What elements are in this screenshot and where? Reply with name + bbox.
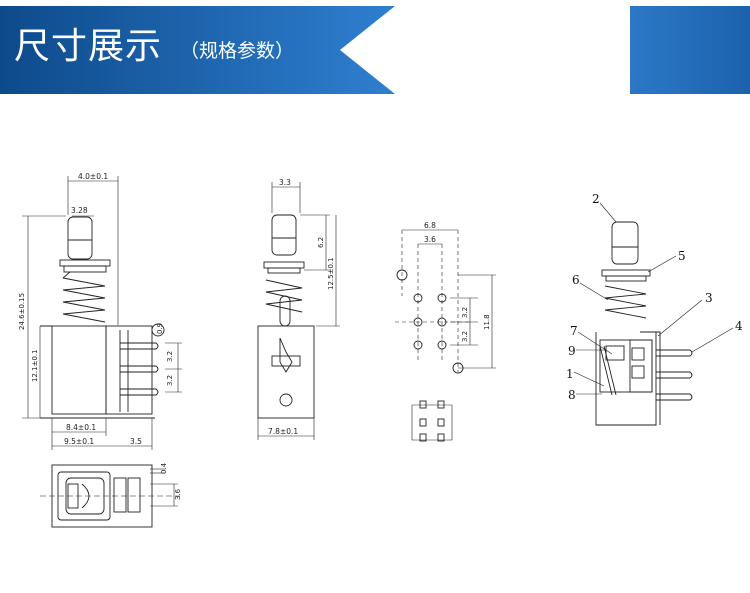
dim-tab: 0.9: [156, 323, 164, 334]
dim-pin-span: 3.6: [174, 488, 182, 500]
banner-subtitle: （规格参数）: [180, 40, 295, 62]
front-cap: [67, 216, 93, 260]
front-dimension-labels: 4.0±0.1 3.28 24.6±0.15 12.1±0.1 3.2 3.2 …: [18, 172, 174, 446]
banner-arrow-shape: [0, 6, 395, 94]
exploded-cap: [611, 221, 639, 265]
front-pin-1: [120, 342, 159, 350]
footprint-pin-hole: [437, 317, 447, 327]
callout-8: 8: [568, 388, 576, 402]
dim-overall-width: 9.5±0.1: [64, 437, 94, 446]
dim-pin-width: 0.4: [160, 462, 168, 474]
callout-5: 5: [678, 249, 686, 263]
footprint-pin-hole: [413, 317, 423, 327]
front-tab-circle: [151, 323, 165, 337]
footprint-pin-hole: [413, 340, 423, 350]
footprint-pin-hole: [437, 293, 447, 303]
footprint-dimension-labels: 6.8 3.6 3.2 3.2 11.8: [424, 221, 491, 342]
dim-side-body-width: 7.8±0.1: [268, 427, 298, 436]
dim-side-height: 12.5±0.1: [327, 257, 335, 290]
dim-pin-pitch-b: 3.2: [166, 375, 174, 386]
header-banner: 尺寸展示 （规格参数）: [0, 0, 750, 98]
dim-inner-width: 3.6: [424, 235, 436, 244]
footprint-pin-hole: [437, 340, 447, 350]
dim-body-height: 12.1±0.1: [31, 349, 39, 382]
dim-body-width: 8.4±0.1: [66, 423, 96, 432]
dim-outer-width: 6.8: [424, 221, 436, 230]
exploded-view: [573, 202, 734, 426]
dim-side-top-width: 3.3: [279, 178, 291, 187]
callout-3: 3: [705, 291, 713, 305]
side-hole: [279, 393, 293, 407]
side-body: [257, 325, 315, 419]
dim-top-width: 4.0±0.1: [78, 172, 108, 181]
callout-9: 9: [568, 344, 576, 358]
front-pin-3: [120, 388, 159, 396]
bottom-dimension-labels: 0.4 3.6: [160, 462, 182, 500]
side-flange: [263, 261, 305, 269]
front-spring: [62, 271, 106, 323]
banner-right-block: [630, 6, 750, 94]
banner-title: 尺寸展示: [14, 26, 163, 67]
dim-stem-width: 3.28: [71, 206, 88, 215]
front-pin-2: [120, 365, 159, 373]
side-slot: [279, 337, 293, 373]
callout-7: 7: [570, 324, 578, 338]
dim-overall-height: 11.8: [483, 314, 491, 330]
banner-background: [0, 6, 750, 94]
dim-row-pitch-a: 3.2: [461, 307, 469, 318]
exploded-callouts: 1 2 3 4 5 6 7 8 9: [566, 192, 743, 402]
footprint-tab-hole-2: [452, 362, 464, 374]
callout-2: 2: [592, 192, 600, 206]
exploded-spring: [604, 285, 647, 319]
callout-1: 1: [566, 367, 574, 381]
footprint-tab-hole-1: [396, 269, 408, 281]
dim-side-stroke: 6.2: [317, 237, 325, 248]
footprint-view: [395, 229, 496, 442]
side-dimension-labels: 3.3 6.2 12.5±0.1 7.8±0.1: [268, 178, 335, 436]
front-body: [51, 325, 107, 415]
footprint-pin-hole: [413, 293, 423, 303]
callout-4: 4: [735, 319, 743, 333]
callout-6: 6: [572, 273, 580, 287]
dim-pin-pitch-a: 3.2: [166, 351, 174, 362]
dim-row-pitch-b: 3.2: [461, 331, 469, 342]
dim-pin-offset: 3.5: [130, 437, 142, 446]
front-flange: [59, 259, 111, 267]
side-cap: [271, 214, 297, 256]
front-view: [22, 176, 182, 450]
bottom-view: [40, 464, 180, 528]
side-view: [257, 182, 340, 440]
pad-pattern: [411, 400, 453, 442]
exploded-housing: [595, 332, 657, 426]
dim-total-height: 24.6±0.15: [18, 293, 26, 330]
